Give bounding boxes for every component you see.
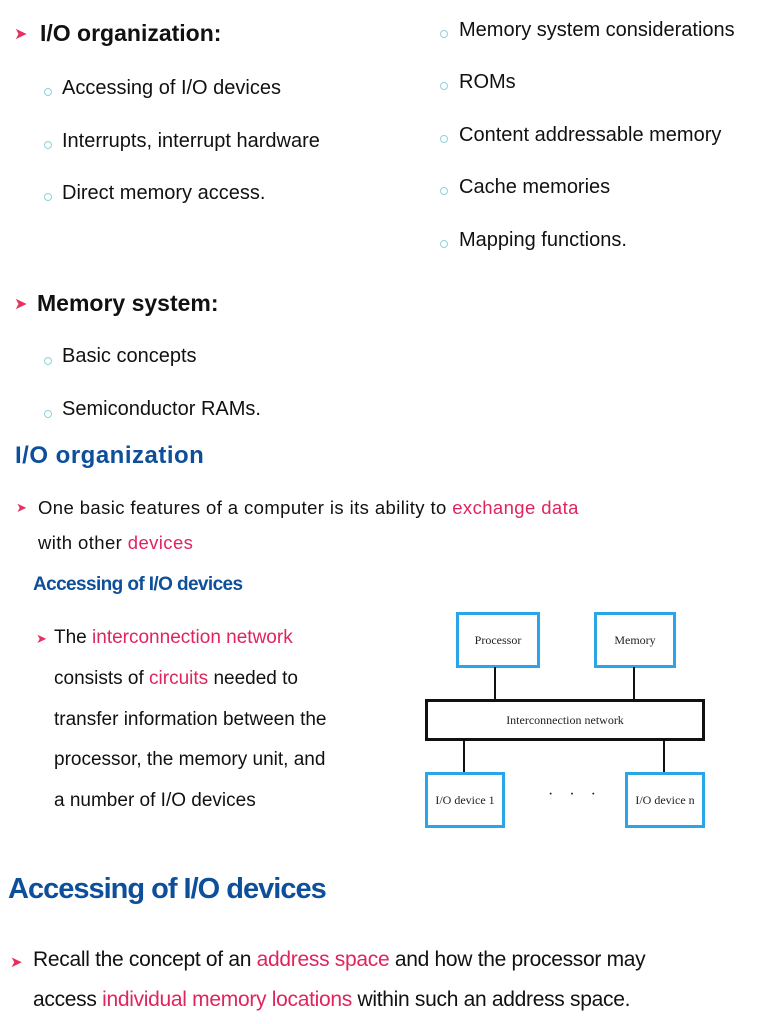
circle-bullet-icon	[440, 187, 448, 195]
connector-line	[633, 667, 635, 700]
list-item: Mapping functions.	[459, 229, 627, 251]
para-line-5: a number of I/O devices	[54, 790, 256, 811]
list-item: Semiconductor RAMs.	[62, 398, 261, 420]
highlight-text: devices	[127, 532, 194, 553]
ellipsis: · · ·	[548, 786, 602, 803]
highlight-text: exchange data	[452, 497, 579, 518]
circle-bullet-icon	[44, 410, 52, 418]
para-line-4: processor, the memory unit, and	[54, 749, 326, 770]
slide-title: Accessing of I/O devices	[8, 873, 327, 905]
subtitle: Accessing of I/O devices	[33, 574, 243, 595]
body-text: access	[33, 988, 103, 1011]
body-text: and how the processor may	[389, 948, 646, 971]
io-device-1-label: I/O device 1	[435, 792, 495, 807]
circle-bullet-icon	[44, 357, 52, 365]
highlight-text: interconnection network	[92, 627, 293, 648]
para-text: consists of	[54, 668, 150, 689]
io-device-n-box: I/O device n	[625, 772, 705, 828]
body-line-2: access individual memory locations withi…	[33, 988, 630, 1012]
io-device-1-box: I/O device 1	[425, 772, 505, 828]
list-item: Memory system considerations	[459, 19, 735, 41]
arrow-bullet-icon: ➤	[16, 500, 27, 515]
circle-bullet-icon	[44, 88, 52, 96]
intro-text: with other	[38, 532, 128, 553]
body-text: within such an address space.	[351, 988, 631, 1011]
para-text: needed to	[208, 668, 298, 689]
list-item: Accessing of I/O devices	[62, 77, 281, 99]
circle-bullet-icon	[44, 193, 52, 201]
circle-bullet-icon	[440, 82, 448, 90]
body-text: Recall the concept of an	[33, 948, 257, 971]
para-line-2: consists of circuits needed to	[54, 668, 298, 690]
list-item: Direct memory access.	[62, 182, 266, 204]
circle-bullet-icon	[440, 30, 448, 38]
io-device-n-label: I/O device n	[635, 792, 695, 807]
para-line-3: transfer information between the	[54, 709, 327, 730]
circle-bullet-icon	[440, 135, 448, 143]
section-heading-io: I/O organization:	[40, 20, 222, 46]
arrow-bullet-icon: ➤	[10, 954, 23, 971]
intro-text: One basic features of a computer is its …	[38, 497, 453, 518]
processor-box: Processor	[456, 612, 540, 668]
highlight-text: individual memory locations	[102, 988, 352, 1011]
processor-label: Processor	[474, 632, 522, 647]
slide-title: I/O organization	[15, 442, 205, 469]
intro-line-1: One basic features of a computer is its …	[38, 497, 579, 519]
memory-box: Memory	[594, 612, 676, 668]
network-box: Interconnection network	[425, 699, 705, 741]
list-item: Content addressable memory	[459, 124, 722, 146]
highlight-text: circuits	[149, 668, 209, 689]
arrow-bullet-icon: ➤	[36, 631, 47, 646]
para-line-1: The interconnection network	[54, 627, 293, 649]
connector-line	[663, 740, 665, 773]
para-text: The	[54, 627, 93, 648]
list-item: Basic concepts	[62, 345, 197, 367]
arrow-bullet-icon: ➤	[14, 296, 28, 313]
list-item: Interrupts, interrupt hardware	[62, 130, 320, 152]
body-line-1: Recall the concept of an address space a…	[33, 948, 646, 972]
connector-line	[494, 667, 496, 700]
list-item: Cache memories	[459, 176, 611, 198]
network-label: Interconnection network	[506, 712, 624, 727]
section-heading-memory: Memory system:	[37, 290, 219, 316]
memory-label: Memory	[614, 632, 656, 647]
circle-bullet-icon	[440, 240, 448, 248]
intro-line-2: with other devices	[38, 532, 193, 554]
circle-bullet-icon	[44, 141, 52, 149]
connector-line	[463, 740, 465, 773]
list-item: ROMs	[459, 71, 516, 93]
highlight-text: address space	[256, 948, 390, 971]
arrow-bullet-icon: ➤	[14, 26, 28, 43]
